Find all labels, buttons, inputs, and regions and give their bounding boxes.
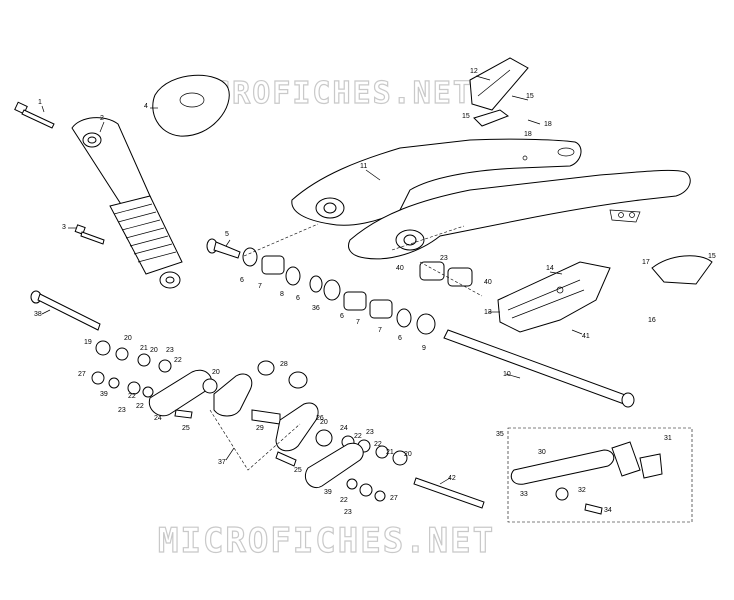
callout-40b: 40 — [484, 279, 492, 286]
pedal-group-frame — [507, 427, 693, 523]
callout-23c: 23 — [366, 429, 374, 436]
bolt-5 — [206, 238, 241, 259]
callout-6b: 6 — [296, 295, 300, 302]
callout-5: 5 — [225, 231, 229, 238]
callout-13: 13 — [484, 309, 492, 316]
callout-6a: 6 — [240, 277, 244, 284]
callout-9: 9 — [422, 345, 426, 352]
callout-15b: 15 — [462, 113, 470, 120]
callout-28: 28 — [280, 361, 288, 368]
callout-11: 11 — [360, 163, 367, 170]
callout-18b: 18 — [524, 131, 532, 138]
callout-7b: 7 — [356, 319, 360, 326]
brake-pedal — [510, 441, 663, 515]
callout-18a: 18 — [544, 121, 552, 128]
chain-slider — [497, 261, 611, 333]
callout-31: 31 — [664, 435, 672, 442]
callout-27a: 27 — [78, 371, 86, 378]
callout-7c: 7 — [378, 327, 382, 334]
callout-20a: 20 — [124, 335, 132, 342]
callout-23b: 23 — [118, 407, 126, 414]
callout-6c: 6 — [340, 313, 344, 320]
callout-29: 29 — [256, 425, 264, 432]
callout-22e: 22 — [374, 441, 382, 448]
callout-27b: 27 — [390, 495, 398, 502]
pivot-bolt — [30, 290, 101, 331]
callout-19: 19 — [84, 339, 92, 346]
callout-42: 42 — [448, 475, 456, 482]
callout-4: 4 — [144, 103, 148, 110]
callout-20e: 20 — [404, 451, 412, 458]
callout-22d: 22 — [354, 433, 362, 440]
callout-20d: 20 — [320, 419, 328, 426]
callout-23e: 23 — [344, 509, 352, 516]
callout-16: 16 — [648, 317, 656, 324]
swingarm — [291, 138, 691, 260]
callout-21a: 21 — [140, 345, 148, 352]
cam-plate — [152, 74, 230, 137]
callout-24a: 24 — [154, 415, 162, 422]
callout-14: 14 — [546, 265, 554, 272]
bearing-row — [242, 247, 473, 335]
callout-41: 41 — [582, 333, 590, 340]
callout-37: 37 — [218, 459, 226, 466]
callout-39a: 39 — [100, 391, 108, 398]
callout-39b: 39 — [324, 489, 332, 496]
callout-23a: 23 — [166, 347, 174, 354]
callout-15c: 15 — [708, 253, 716, 260]
callout-22f: 22 — [340, 497, 348, 504]
callout-15a: 15 — [526, 93, 534, 100]
callout-22a: 22 — [174, 357, 182, 364]
callout-17: 17 — [642, 259, 650, 266]
callout-36: 36 — [312, 305, 320, 312]
swingarm-axle — [443, 329, 635, 408]
linkage-lower — [91, 340, 485, 509]
callout-2: 2 — [100, 115, 104, 122]
callout-21b: 21 — [386, 449, 394, 456]
callout-26: 26 — [316, 415, 324, 422]
guard — [651, 255, 713, 285]
callout-32: 32 — [578, 487, 586, 494]
leader-lines — [41, 75, 583, 485]
callout-25b: 25 — [294, 467, 302, 474]
callout-3: 3 — [62, 224, 66, 231]
callout-40a: 40 — [396, 265, 404, 272]
callout-38: 38 — [34, 311, 42, 318]
callout-22b: 22 — [128, 393, 136, 400]
callouts: 1 2 3 4 5 6 6 6 6 7 7 7 8 9 10 11 12 13 … — [34, 68, 716, 516]
callout-34: 34 — [604, 507, 612, 514]
watermark-bottom: MICROFICHES.NET — [158, 521, 495, 561]
callout-6d: 6 — [398, 335, 402, 342]
bolt-3 — [74, 224, 105, 245]
callout-20b: 20 — [150, 347, 158, 354]
callout-1: 1 — [38, 99, 42, 106]
callout-33: 33 — [520, 491, 528, 498]
callout-20c: 20 — [212, 369, 220, 376]
callout-30: 30 — [538, 449, 546, 456]
callout-12: 12 — [470, 68, 478, 75]
callout-8: 8 — [280, 291, 284, 298]
callout-35: 35 — [496, 431, 504, 438]
callout-25a: 25 — [182, 425, 190, 432]
callout-22c: 22 — [136, 403, 144, 410]
callout-24b: 24 — [340, 425, 348, 432]
callout-7a: 7 — [258, 283, 262, 290]
shock-absorber — [71, 117, 183, 289]
assembly-lines — [209, 223, 483, 471]
chain-guide — [469, 57, 529, 111]
bolt-1 — [14, 101, 55, 129]
callout-23d: 23 — [440, 255, 448, 262]
